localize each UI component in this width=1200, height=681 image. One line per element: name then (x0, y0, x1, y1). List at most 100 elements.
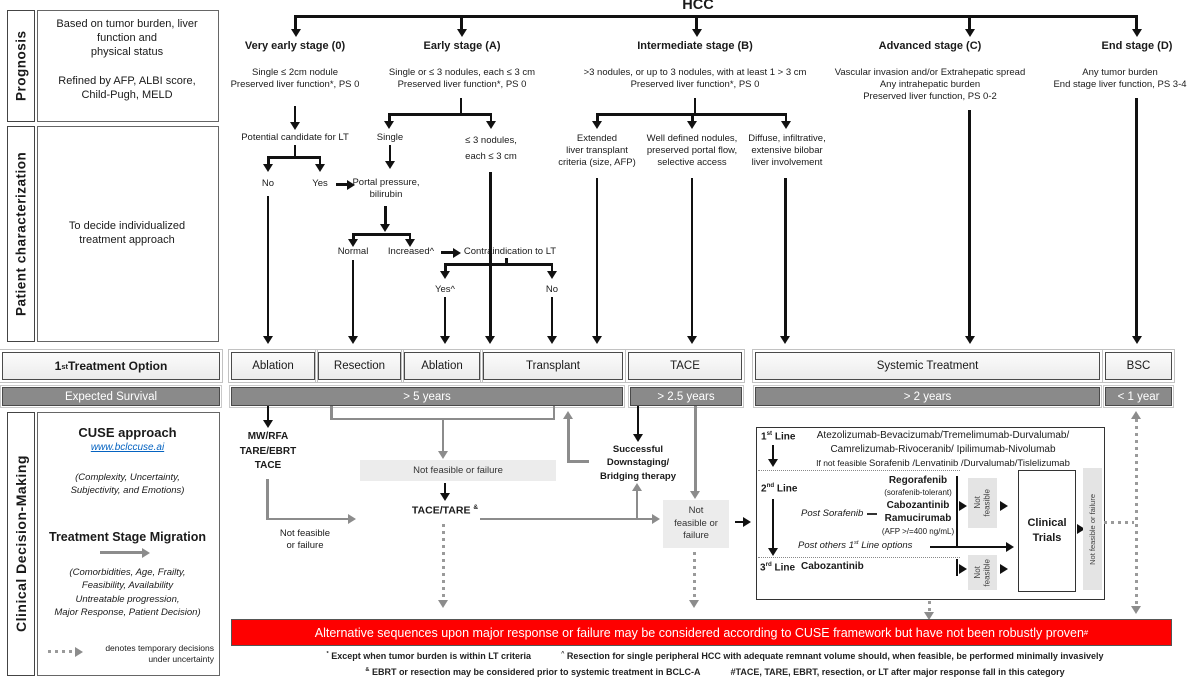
fn2b-text: #TACE, TARE, EBRT, resection, or LT afte… (730, 667, 1065, 677)
ci-yes-arrow (440, 271, 451, 279)
clinical-decision-making-box (37, 412, 220, 676)
bsc-label: BSC (1126, 360, 1151, 372)
tace-to-downstaging-line (636, 406, 639, 434)
patient-tab-label: Patient characterization (13, 151, 29, 317)
treatment-transplant: Transplant (480, 349, 626, 383)
nf2bar-to-ct-arrow (1000, 564, 1008, 574)
systemic-dotted-line (928, 601, 931, 613)
post-sorafenib-tick (867, 513, 877, 515)
survival-5y: > 5 years (229, 385, 625, 408)
nodules3-to-transplant-arrow (485, 336, 496, 344)
downstaging-text: Successful Downstaging/ Bridging therapy (599, 444, 676, 482)
banner-sup: # (1083, 628, 1089, 637)
tace-tare-main: TACE/TARE (411, 504, 474, 517)
ci-split-stem (505, 258, 508, 265)
bsc-dotted-line (1135, 419, 1138, 606)
line1-arrow-line (772, 445, 774, 459)
tsm-subtitle: (Comorbidities, Age, Frailty, Feasibilit… (54, 567, 201, 618)
survival-1y-label: < 1 year (1117, 390, 1160, 403)
mwrfa-elbow-arrow (348, 514, 356, 524)
line1-alt-drugs: Sorafenib /Lenvatinib /Durvalumab/Tislel… (869, 458, 1070, 469)
extended-arrow (592, 121, 603, 129)
lt-no-arrow (263, 164, 274, 172)
stageD-stub (1135, 15, 1138, 29)
ramucirumab-label: Ramucirumab (884, 513, 952, 524)
stageD-desc: Any tumor burden End stage liver functio… (1053, 67, 1187, 90)
line2-arrow-line (772, 499, 774, 548)
increased-to-ci-arrow (453, 247, 461, 258)
advanced-to-systemic-line (968, 110, 971, 336)
survival-1y: < 1 year (1103, 385, 1174, 408)
no-to-ablation-arrow (262, 336, 273, 344)
legend-text: denotes temporary decisions under uncert… (105, 643, 214, 665)
fn1a-text: Except when tumor burden is within LT cr… (328, 651, 532, 661)
mwrfa-nf-label: Not feasible or failure (279, 528, 331, 551)
portal-down-line (384, 206, 387, 224)
increased-to-ci-line (441, 251, 453, 254)
stageB-arrow (691, 29, 702, 37)
nodules3-arrow (485, 121, 496, 129)
extended-to-transplant-line (595, 178, 598, 336)
stage-branch-line (294, 15, 1138, 18)
portal-down-arrow (380, 224, 390, 232)
header-rest: Treatment Option (67, 359, 168, 373)
banner-text: Alternative sequences upon major respons… (314, 625, 1084, 640)
survival-5y-label: > 5 years (403, 390, 451, 403)
header-num: 1 (54, 359, 62, 373)
tsm-arrow-line (100, 551, 142, 554)
survival-2-5y-label: > 2.5 years (657, 390, 715, 403)
yes-to-portal-arrow (347, 179, 355, 190)
lt-split-stem (293, 145, 296, 157)
nf2-dotted-arrow (689, 600, 700, 608)
treatment-resection: Resection (315, 349, 404, 383)
ablation1-label: Ablation (252, 360, 294, 372)
separator-1 (758, 470, 960, 471)
clinical-decision-making-row-tab: Clinical Decision-Making (7, 412, 35, 676)
nf1-to-tacetare-arrow (439, 493, 450, 501)
patient-text: To decide individualized treatment appro… (68, 220, 186, 247)
post-others-arrow (1006, 542, 1014, 552)
bracket5y-drop (441, 418, 444, 451)
line1-label: 1st Line (761, 430, 795, 442)
survival-2-5y: > 2.5 years (628, 385, 744, 408)
downstaging-up-arrow (563, 411, 574, 419)
l2r: Line (774, 483, 798, 495)
downstaging-elbow-h (567, 460, 589, 463)
extended-node: Extended liver transplant criteria (size… (558, 133, 636, 168)
l2s: nd (766, 482, 775, 489)
portal-split-bar (352, 233, 411, 236)
tacetare-dotted-arrow (438, 600, 449, 608)
stageD-title: End stage (D) (1101, 40, 1173, 52)
post-sorafenib-label: Post Sorafenib (801, 508, 864, 519)
alternative-sequences-banner: Alternative sequences upon major respons… (231, 619, 1172, 646)
bclccuse-link[interactable]: www.bclccuse.ai (90, 442, 165, 453)
line1-alt: If not feasible Sorafenib /Lenvatinib /D… (790, 458, 1096, 469)
stage0-stub (294, 15, 297, 29)
stageA-split-left (388, 113, 391, 121)
l1s: st (766, 430, 773, 437)
line2-divider (956, 476, 958, 547)
separator-2 (758, 557, 960, 558)
ramucirumab-note: (AFP >/=400 ng/mL) (881, 527, 955, 536)
line3-label: 3rd Line (760, 561, 795, 573)
mwrfa-elbow-h (266, 517, 348, 520)
portal-split-left (352, 233, 355, 239)
nf-box1-label: Not feasible or failure (413, 465, 503, 476)
stageB-desc: >3 nodules, or up to 3 nodules, with at … (583, 67, 807, 90)
stageA-split-right (489, 113, 492, 121)
advanced-to-systemic-arrow (964, 336, 975, 344)
fn1a-sup: * (326, 651, 329, 657)
tacetare-dotted-line (442, 524, 445, 600)
survival-header-label: Expected Survival (64, 390, 158, 403)
lt-split-right (318, 156, 321, 164)
stageA-arrow (456, 29, 467, 37)
post-others-line (930, 545, 1008, 548)
mwrfa-down-line (266, 406, 269, 420)
not-feasible-bar-1: Not feasible (968, 478, 997, 528)
footnote-line-1: * Except when tumor burden is within LT … (230, 651, 1200, 661)
systemic-label: Systemic Treatment (876, 360, 979, 372)
prognosis-box: Based on tumor burden, liver function an… (37, 10, 219, 122)
ci-split-bar (444, 263, 553, 266)
cuse-approach-title: CUSE approach (78, 425, 177, 440)
stageB-title: Intermediate stage (B) (637, 40, 753, 52)
